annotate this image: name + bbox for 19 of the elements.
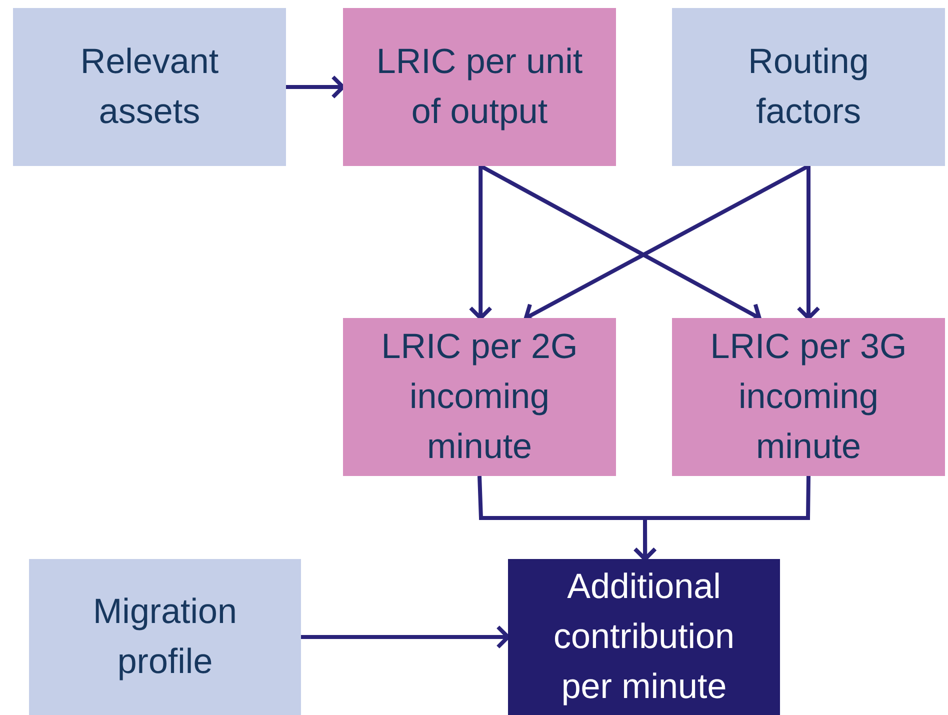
arrow <box>633 476 810 561</box>
arrow <box>468 166 493 320</box>
arrow <box>286 75 345 99</box>
input-box <box>29 559 301 715</box>
node-label: LRIC per 2G incoming minute <box>380 326 579 468</box>
node-label: LRIC per unit of output <box>375 41 584 133</box>
arrow <box>301 625 510 649</box>
node-label: LRIC per 3G incoming minute <box>709 326 908 468</box>
calculation-box <box>343 8 616 166</box>
node-label: Relevant assets <box>79 41 220 133</box>
input-box <box>13 8 286 166</box>
input-box <box>672 8 945 166</box>
calculation-box <box>672 318 945 476</box>
node-label: Routing factors <box>747 41 870 133</box>
calculation-box <box>343 318 616 476</box>
node-label: Migration profile <box>92 591 238 683</box>
arrow <box>796 166 820 320</box>
result-box <box>508 559 780 715</box>
node-label: Additional contribution per minute <box>552 566 736 708</box>
